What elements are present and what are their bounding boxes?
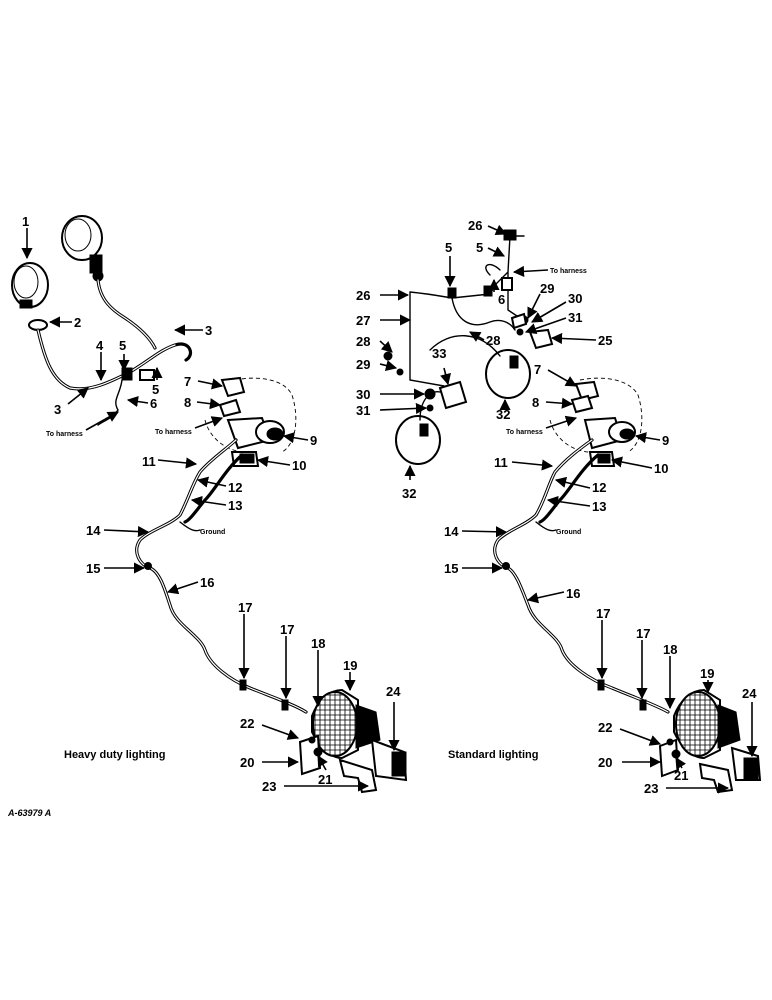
branch-wire [183,453,244,524]
callout-9: 9 [662,433,669,448]
callout-33: 33 [432,346,446,361]
callout-5: 5 [119,338,126,353]
callout-19: 19 [343,658,357,673]
callout-14: 14 [444,524,459,539]
callouts-left: 1 2 3 3 4 5 5 6 7 8 9 10 11 [21,214,401,794]
callout-1: 1 [22,214,29,229]
callout-20: 20 [240,755,254,770]
rear-work-lamp-right [658,688,762,794]
callout-7: 7 [184,374,191,389]
note-to-harness: To harness [550,268,587,275]
caption-heavy-duty: Heavy duty lighting [64,749,165,761]
callout-5: 5 [476,240,483,255]
callout-11: 11 [494,455,508,470]
callout-26: 26 [356,288,370,303]
callout-30: 30 [356,387,370,402]
callout-5: 5 [445,240,452,255]
callout-17: 17 [636,626,650,641]
callout-25: 25 [598,333,612,348]
callout-13: 13 [228,498,242,513]
callout-12: 12 [592,480,606,495]
callout-9: 9 [310,433,317,448]
callout-2: 2 [74,315,81,330]
note-to-harness: To harness [155,429,192,436]
callout-6: 6 [150,396,157,411]
callout-19: 19 [700,666,714,681]
lamp-wire-upper [96,278,157,350]
drawing-code: A-63979 A [7,808,51,818]
callout-5: 5 [152,382,159,397]
callout-17: 17 [238,600,252,615]
callout-22: 22 [598,720,612,735]
callout-27: 27 [356,313,370,328]
callout-10: 10 [292,458,306,473]
callout-10: 10 [654,461,668,476]
callout-29: 29 [356,357,370,372]
callout-24: 24 [742,686,757,701]
callout-32: 32 [496,407,510,422]
callout-23: 23 [644,781,658,796]
callout-17: 17 [596,606,610,621]
standard-assembly: 26 5 5 6 26 27 28 29 28 29 30 31 [356,218,762,796]
callout-4: 4 [96,338,104,353]
callout-30: 30 [568,291,582,306]
callout-23: 23 [262,779,276,794]
callout-3: 3 [205,323,212,338]
dome-light-32-left [395,415,441,465]
callout-17: 17 [280,622,294,637]
note-to-harness: To harness [506,429,543,436]
connector [139,369,155,381]
switch-bracket-right [570,380,636,467]
switch-bracket [218,376,285,467]
callout-3: 3 [54,402,61,417]
callout-7: 7 [534,362,541,377]
callout-16: 16 [566,586,580,601]
callout-15: 15 [444,561,458,576]
callout-8: 8 [532,395,539,410]
heavy-duty-assembly: 1 2 3 3 4 5 5 6 7 8 9 10 11 [11,214,408,794]
callout-26: 26 [468,218,482,233]
callout-12: 12 [228,480,242,495]
callout-15: 15 [86,561,100,576]
note-to-harness: To harness [46,431,83,438]
flood-lamp-upper [61,215,104,282]
callout-31: 31 [356,403,370,418]
rear-work-lamp [298,688,408,794]
caption-standard: Standard lighting [448,749,538,761]
callout-14: 14 [86,523,101,538]
callout-32: 32 [402,486,416,501]
callouts-right: 26 5 5 6 26 27 28 29 28 29 30 31 [356,218,758,796]
callout-13: 13 [592,499,606,514]
dome-light-32-right [485,349,531,399]
callout-29: 29 [540,281,554,296]
flood-lamp-left [11,262,49,309]
callout-21: 21 [674,768,688,783]
note-ground: Ground [200,529,225,536]
callout-8: 8 [184,395,191,410]
callout-18: 18 [663,642,677,657]
callout-21: 21 [318,772,332,787]
callout-16: 16 [200,575,214,590]
callout-20: 20 [598,755,612,770]
callout-31: 31 [568,310,582,325]
callout-28: 28 [356,334,370,349]
bracket-25 [528,328,554,350]
note-ground: Ground [556,529,581,536]
callout-18: 18 [311,636,325,651]
callout-11: 11 [142,454,156,469]
callout-22: 22 [240,716,254,731]
callout-28: 28 [486,333,500,348]
cab-wire-2 [451,297,516,331]
callout-24: 24 [386,684,401,699]
lamp-housing-33 [438,380,468,410]
callout-6: 6 [498,292,505,307]
